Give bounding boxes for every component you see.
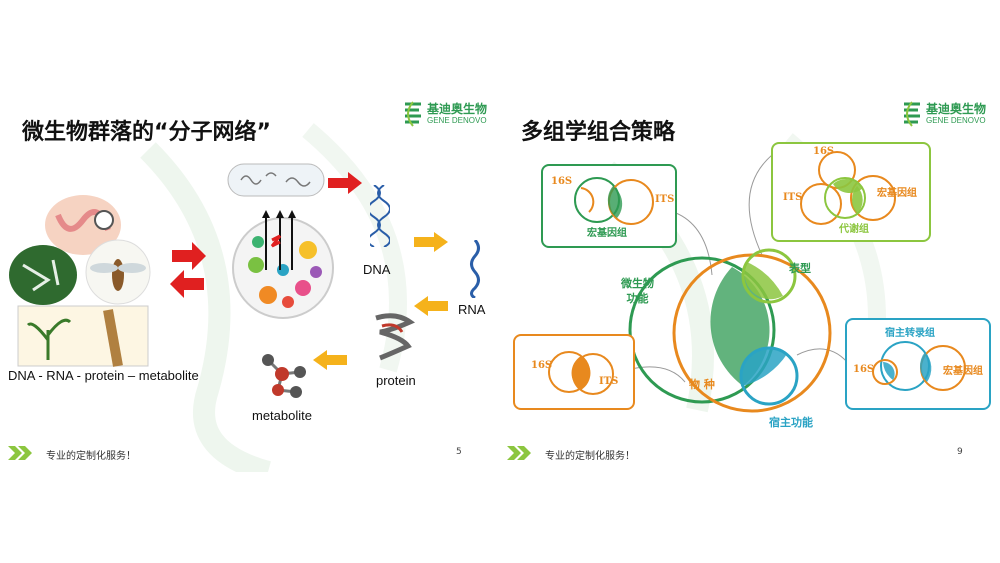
metabolite-label: metabolite <box>252 408 312 423</box>
arrow-right-icon <box>414 232 448 252</box>
logo-en: GENE DENOVO <box>926 116 986 125</box>
omics-chain-label: DNA - RNA - protein – metabolite <box>8 368 199 383</box>
page-title: 微生物群落的“分子网络” <box>22 120 271 145</box>
combo-box-bottom-right: 宿主转录组 16S 宏基因组 <box>845 318 991 410</box>
arrow-to-dna <box>328 172 362 194</box>
label-metagenome: 宏基因组 <box>943 366 983 377</box>
arrow-left-icon <box>170 270 204 298</box>
label-its: ITS <box>599 376 619 387</box>
dna-icon <box>370 185 390 247</box>
microbe-dish <box>232 210 334 319</box>
sequencing-strip <box>227 163 325 197</box>
leaf-illustration <box>9 245 77 305</box>
combo-box-top-right: 16S ITS 宏基因组 代谢组 <box>771 142 931 242</box>
plant-root-illustration <box>17 305 149 367</box>
micro-function-label: 微生物 功能 <box>621 277 654 305</box>
logo-icon <box>904 101 920 127</box>
page-number: 5 <box>456 447 462 457</box>
label-its: ITS <box>783 192 803 203</box>
footer-chevrons-icon <box>8 446 32 460</box>
label-host-transcriptome: 宿主转录组 <box>885 328 935 339</box>
arrow-to-metabolite <box>313 350 347 370</box>
page-title: 多组学组合策略 <box>521 120 676 145</box>
protein-label: protein <box>376 373 416 388</box>
logo-cn: 基迪奥生物 <box>427 102 488 116</box>
gut-illustration <box>45 195 121 255</box>
label-its: ITS <box>655 194 675 205</box>
phenotype-label: 表型 <box>789 262 811 275</box>
magnifier-icon <box>94 210 114 230</box>
logo-icon <box>405 101 421 127</box>
arrow-left-icon <box>313 350 347 370</box>
footer-slogan: 专业的定制化服务！ <box>46 451 136 462</box>
combo-box-bottom-left: 16S ITS <box>513 334 635 410</box>
label-metagenome: 宏基因组 <box>877 188 917 199</box>
exchange-arrows <box>170 242 206 298</box>
company-logo: 基迪奥生物 GENE DENOVO <box>401 98 491 132</box>
host-function-label: 宿主功能 <box>769 416 813 429</box>
protein-icon <box>375 313 416 361</box>
metabolite-molecule-icon <box>262 354 306 398</box>
page-number: 9 <box>957 447 963 457</box>
label-metagenome: 宏基因组 <box>587 228 627 239</box>
venn-16s-its-meta-metab <box>800 151 896 225</box>
logo-cn: 基迪奥生物 <box>926 102 987 116</box>
venn-16s-its <box>548 351 614 395</box>
footer-slogan: 专业的定制化服务！ <box>545 451 635 462</box>
slide-right: 多组学组合策略 基迪奥生物 GENE DENOVO 微生物 功能 表型 物 种 … <box>507 90 992 472</box>
arrow-right-icon <box>172 242 206 270</box>
rna-label: RNA <box>458 302 486 317</box>
dna-label: DNA <box>363 262 391 277</box>
combo-box-top-left: 16S ITS 宏基因组 <box>541 164 677 248</box>
rna-icon <box>470 240 480 298</box>
label-16s: 16S <box>853 364 875 375</box>
label-16s: 16S <box>813 146 835 157</box>
arrow-left-icon <box>414 296 448 316</box>
species-label: 物 种 <box>689 378 715 391</box>
company-logo: 基迪奥生物 GENE DENOVO <box>900 98 990 132</box>
label-metabolome: 代谢组 <box>839 224 869 235</box>
label-16s: 16S <box>551 176 573 187</box>
logo-en: GENE DENOVO <box>427 116 487 125</box>
arrow-to-protein <box>414 296 448 316</box>
slide-left: 微生物群落的“分子网络” 基迪奥生物 GENE DENOVO DNA - RNA… <box>8 90 493 472</box>
strategy-diagram <box>626 154 848 413</box>
venn-host-16s-meta <box>872 341 966 391</box>
arrow-right-icon <box>328 172 362 194</box>
organism-collage <box>9 195 151 367</box>
label-16s: 16S <box>531 360 553 371</box>
footer-chevrons-icon <box>507 446 531 460</box>
arrow-to-rna <box>414 232 448 252</box>
venn-16s-its-meta <box>574 177 654 225</box>
